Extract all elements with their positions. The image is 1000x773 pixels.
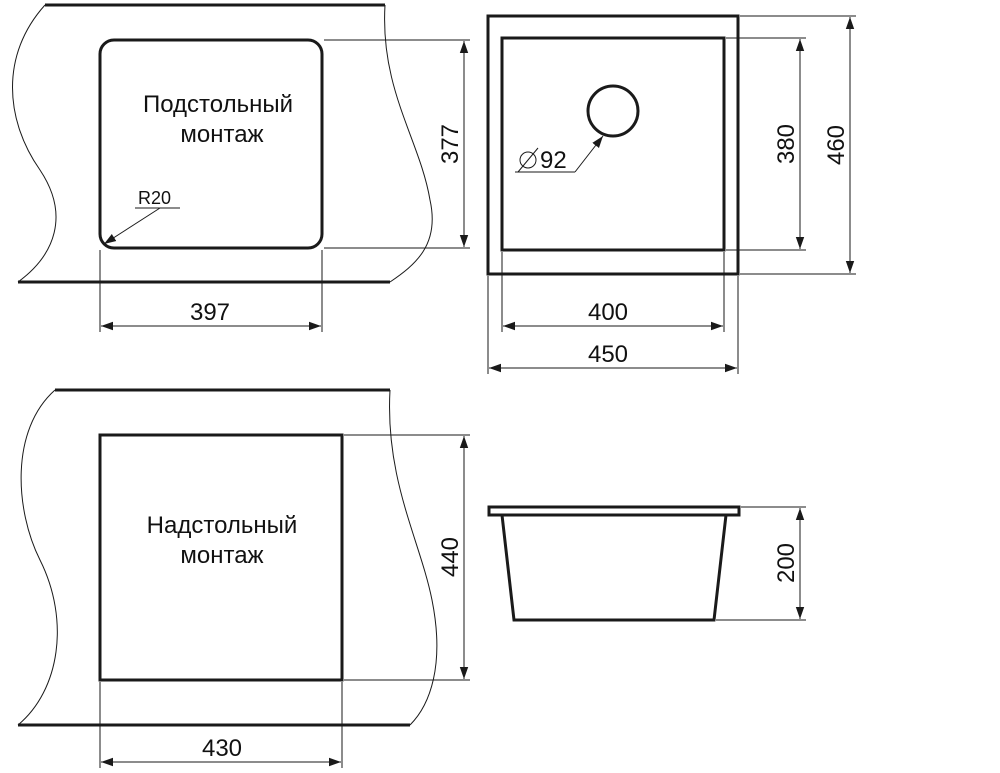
dim-bowl-outer-height: 460 xyxy=(823,125,850,165)
countertop-wave-left xyxy=(17,389,58,726)
dim-bowl-inner-width: 400 xyxy=(588,299,628,326)
dim-bowl-inner-height: 380 xyxy=(773,124,800,164)
drain-leader xyxy=(574,135,604,173)
undermount-view: Подстольный монтаж R20 397 377 xyxy=(12,3,470,332)
bowl-top-view: 92 400 450 380 460 xyxy=(486,14,856,374)
undermount-label-line2: монтаж xyxy=(180,121,263,148)
drain-hole xyxy=(586,84,640,138)
countertop-wave-right xyxy=(384,4,433,283)
bowl-inner-edge xyxy=(500,36,726,252)
drain-diameter-label: 92 xyxy=(540,147,567,174)
bowl-body xyxy=(500,514,728,622)
dim-overmount-height: 440 xyxy=(437,537,464,577)
diameter-icon xyxy=(517,147,539,173)
dim-depth: 200 xyxy=(773,543,800,583)
countertop-wave-right xyxy=(389,389,438,726)
undermount-cutout xyxy=(98,38,324,250)
bowl-side-profile: 200 xyxy=(487,505,806,622)
radius-leader xyxy=(103,207,161,245)
bowl-outer-rim xyxy=(486,14,740,276)
countertop-outline-top xyxy=(18,3,390,284)
radius-label: R20 xyxy=(138,188,171,208)
overmount-cutout xyxy=(98,433,344,682)
dim-undermount-height: 377 xyxy=(437,124,464,164)
dim-undermount-width: 397 xyxy=(190,299,230,326)
overmount-label-line2: монтаж xyxy=(180,542,263,569)
undermount-label-line1: Подстольный xyxy=(143,91,293,118)
overmount-view: Надстольный монтаж 430 440 xyxy=(17,388,470,768)
countertop-wave-left xyxy=(12,4,57,283)
countertop-outline xyxy=(18,388,410,727)
bowl-flange xyxy=(487,505,741,517)
dim-bowl-outer-width: 450 xyxy=(588,341,628,368)
dim-overmount-width: 430 xyxy=(202,735,242,762)
overmount-label-line1: Надстольный xyxy=(147,512,298,539)
